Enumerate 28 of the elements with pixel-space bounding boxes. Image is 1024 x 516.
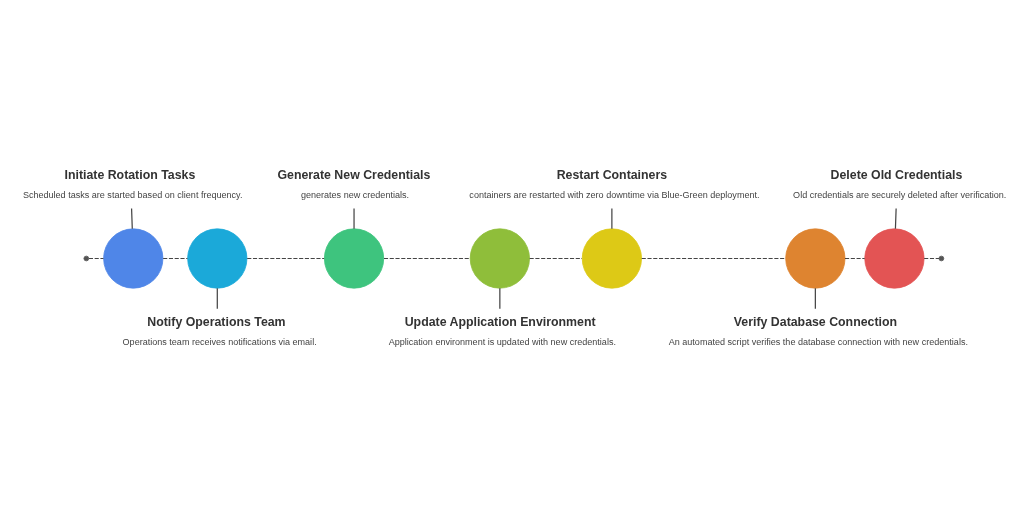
connector xyxy=(216,287,218,309)
connector xyxy=(529,257,583,259)
connector xyxy=(814,287,816,309)
connector xyxy=(130,207,133,229)
connector xyxy=(162,257,189,259)
connector xyxy=(923,257,940,259)
connector xyxy=(499,287,501,309)
connector xyxy=(641,257,787,259)
connector xyxy=(353,207,355,229)
node-text: Verify Database Connection An automated script verifies the database connection with new credentials. xyxy=(668,314,968,347)
node-circle xyxy=(323,227,385,289)
connector xyxy=(246,257,325,259)
node-text: Update Application Environment Application environment is updated with new credentials. xyxy=(388,314,616,347)
connector xyxy=(894,207,897,229)
node-circle xyxy=(581,227,642,289)
node-circle xyxy=(187,227,248,289)
node-circle xyxy=(469,227,530,289)
node-text: Generate New Credentials generates new credentials. xyxy=(277,167,431,200)
node-circle xyxy=(864,227,925,289)
connector xyxy=(844,257,866,259)
node-circle xyxy=(785,227,846,289)
node-circle xyxy=(103,227,164,289)
connector xyxy=(383,257,471,259)
node-text: Restart Containers containers are restarted with zero downtime via Blue-Green deployment. xyxy=(469,167,760,200)
node-text: Initiate Rotation Tasks Scheduled tasks are started based on client frequency. xyxy=(22,167,243,200)
node-text: Delete Old Credentials Old credentials are securely deleted after verification. xyxy=(793,167,1007,200)
connector xyxy=(611,207,613,229)
node-text: Notify Operations Team Operations team receives notifications via email. xyxy=(122,314,317,347)
